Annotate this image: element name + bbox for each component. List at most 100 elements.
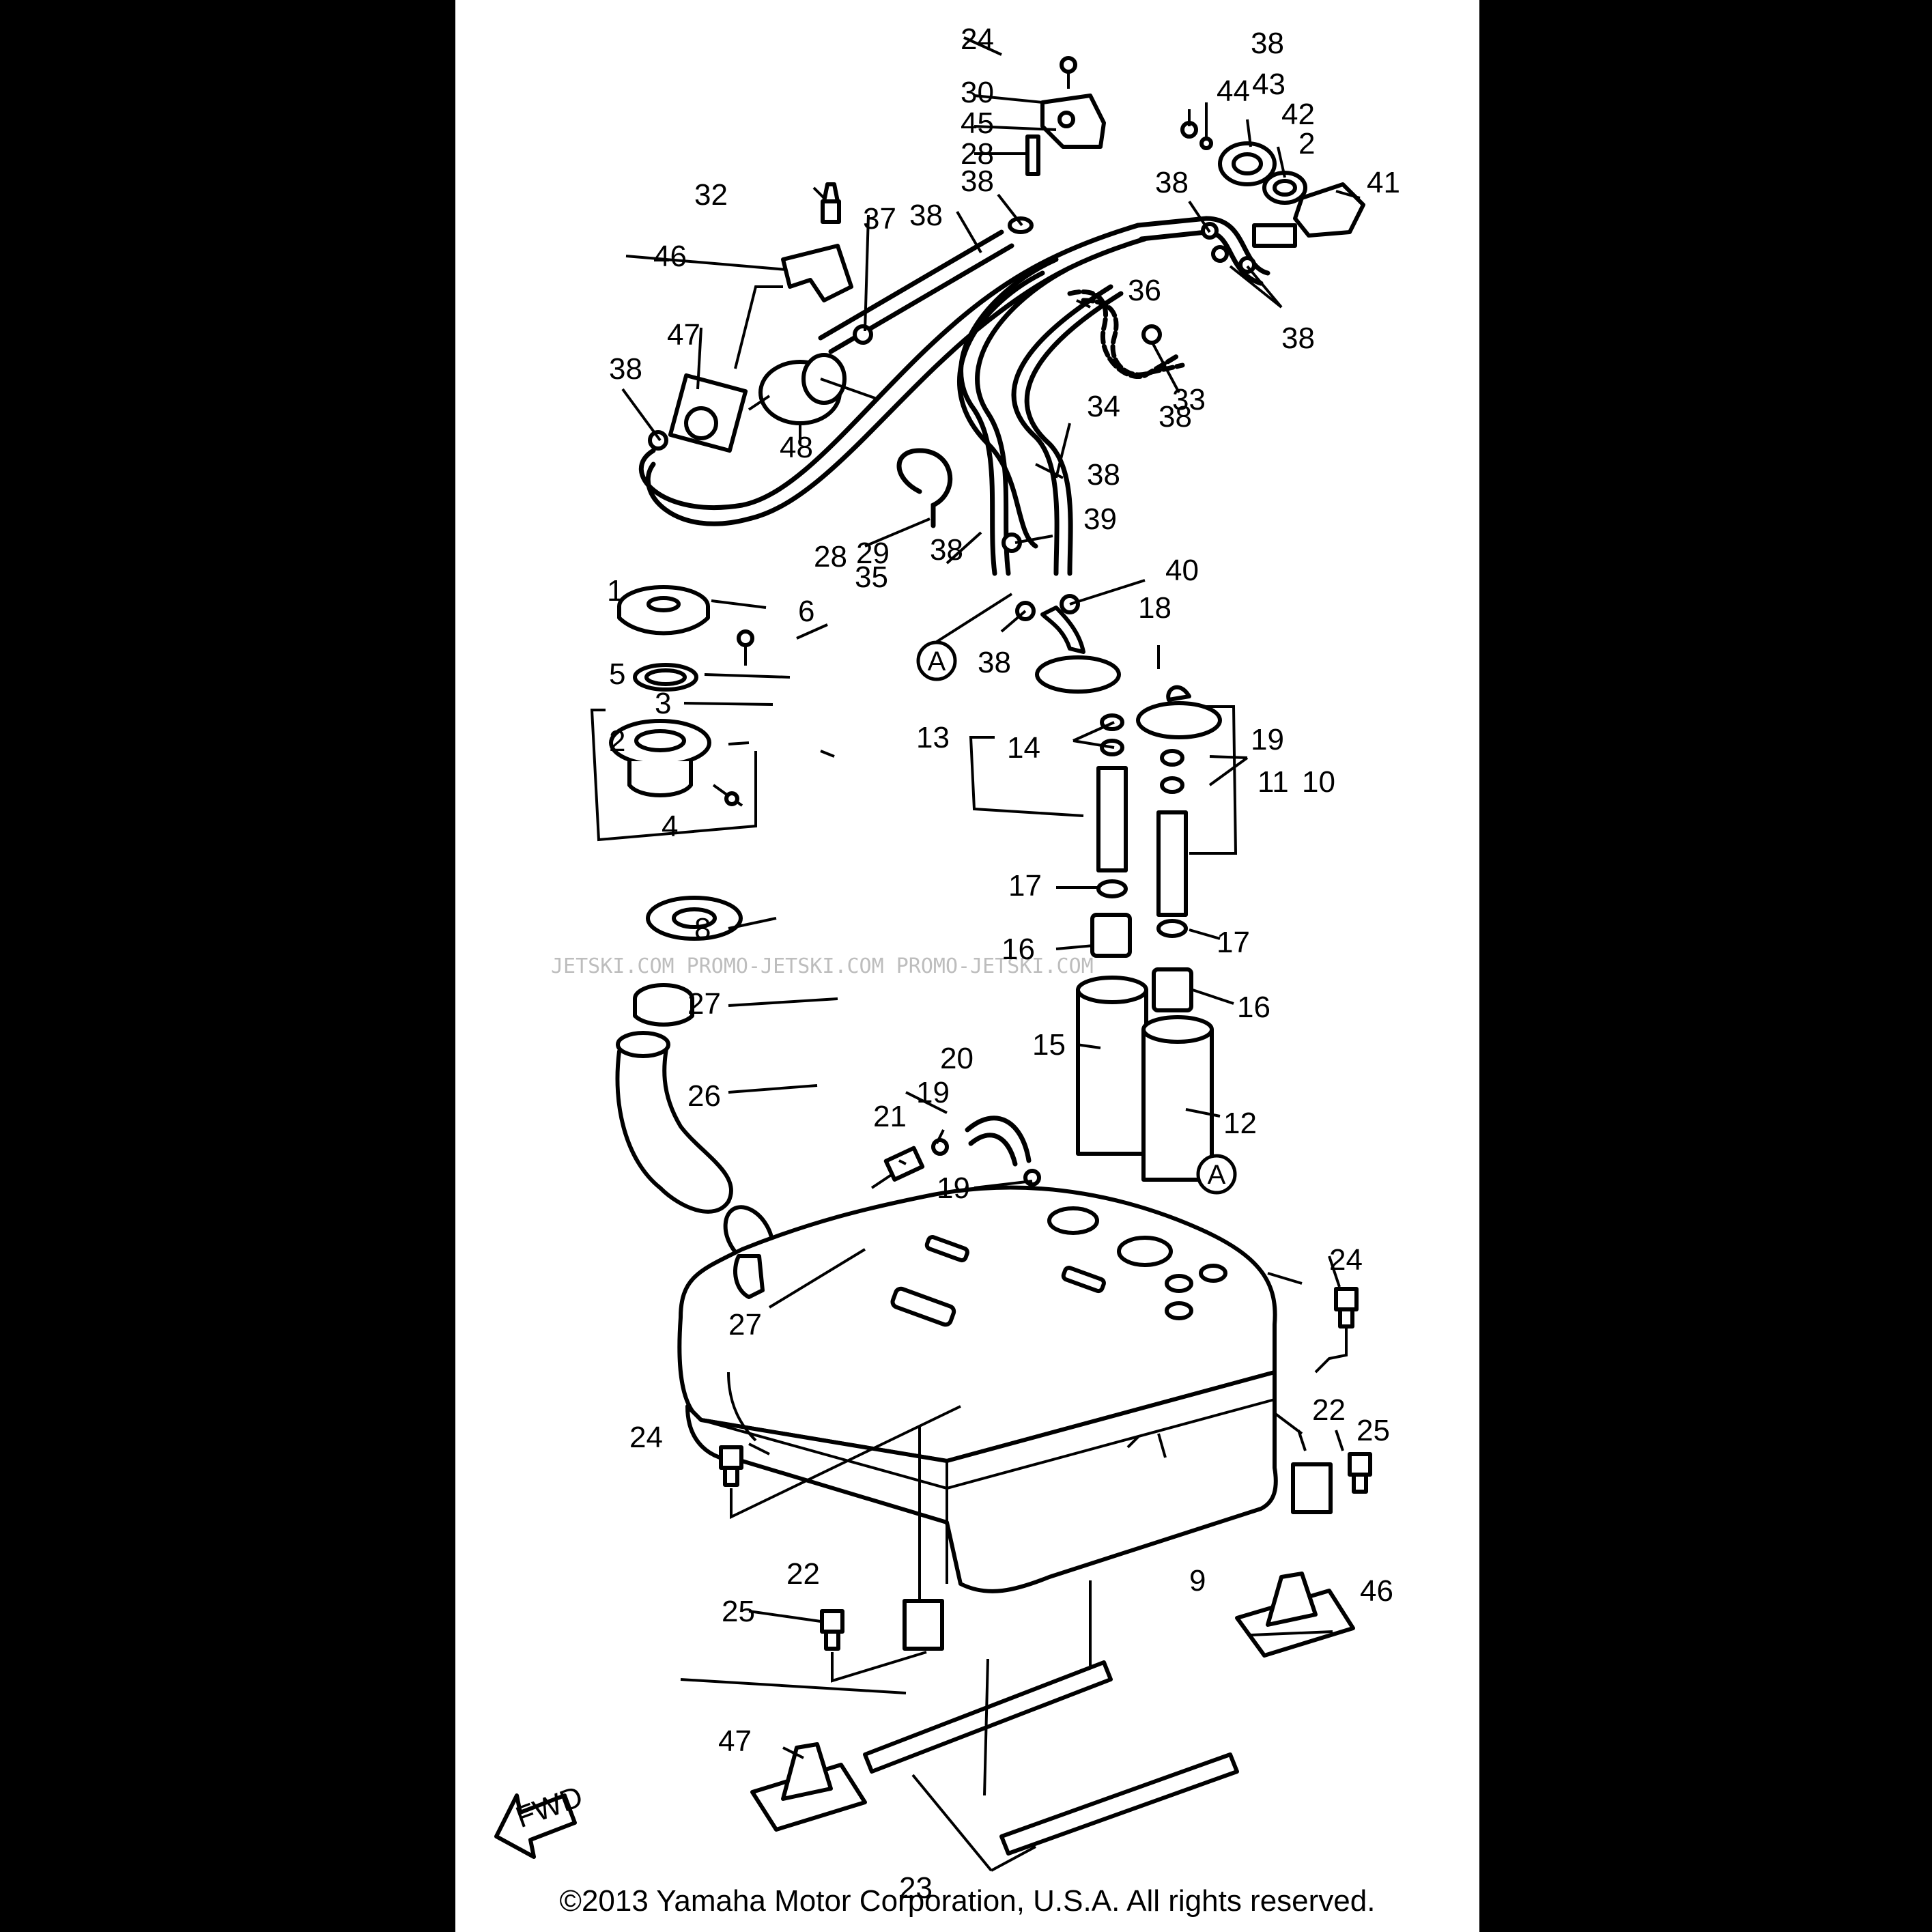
washer-42: [1199, 137, 1213, 150]
callout: 24: [1329, 1243, 1363, 1277]
callout: 38: [1251, 27, 1284, 60]
fuel-tank-9: [677, 1185, 1278, 1593]
callout: 38: [909, 199, 943, 232]
callout: 29: [856, 537, 890, 570]
hose-34: [638, 223, 1148, 526]
hose-26: [615, 1031, 733, 1214]
svg-text:A: A: [928, 647, 946, 677]
clamp-27-upper: [633, 983, 694, 1027]
check-valve-21: [870, 1146, 925, 1189]
svg-text:A: A: [1208, 1160, 1226, 1190]
callout: 17: [1008, 869, 1042, 903]
callout: 27: [687, 987, 721, 1021]
callout: 20: [940, 1042, 974, 1075]
callout: 36: [1128, 274, 1161, 307]
gasket-5: [633, 663, 698, 692]
bolt-25-right: [1348, 1452, 1372, 1494]
bracket-line-13: [969, 736, 1084, 817]
bracket-22-right: [1291, 1462, 1333, 1514]
bolt-25-left: [820, 1609, 927, 1683]
fuel-filter-48: [748, 353, 847, 425]
leader-lines: [621, 36, 1361, 1872]
callout: 46: [1360, 1574, 1393, 1608]
copyright-notice: ©2013 Yamaha Motor Corporation, U.S.A. A…: [559, 1884, 1376, 1918]
fuel-tank-exploded-diagram: JETSKI.COM PROMO-JETSKI.COM PROMO-JETSKI…: [494, 23, 1400, 1905]
callout: 14: [1007, 731, 1040, 765]
callout: 4: [662, 810, 678, 843]
ref-a-upper: A: [916, 640, 957, 681]
callout: 22: [1312, 1393, 1346, 1427]
callout: 17: [1217, 926, 1250, 959]
callout: 47: [718, 1724, 752, 1758]
callout: 42: [1281, 98, 1315, 131]
callout: 41: [1367, 166, 1400, 199]
callout: 28: [814, 540, 847, 573]
callout: 8: [694, 912, 711, 946]
fuel-cap-1: [617, 585, 710, 636]
callout: 43: [1252, 68, 1285, 101]
clip-28: [896, 448, 953, 528]
callout: 44: [1217, 74, 1250, 108]
callout: 46: [653, 240, 687, 273]
ring-7: [1262, 171, 1307, 205]
callout: 26: [687, 1079, 721, 1113]
callout: 38: [1155, 166, 1189, 199]
callout: 33: [1172, 383, 1206, 416]
hose-clips-38: [648, 222, 1256, 621]
callout: 25: [722, 1595, 755, 1628]
callout: 38: [609, 352, 642, 386]
gasket-8: [646, 896, 743, 941]
callout: 10: [1302, 765, 1335, 799]
mount-45: [750, 1742, 867, 1832]
bracket-22-left: [903, 1427, 944, 1651]
bolt-31: [821, 182, 841, 224]
callout: 16: [1237, 991, 1270, 1024]
callout: 40: [1165, 554, 1199, 587]
screw-30: [1060, 56, 1077, 89]
callout: 5: [609, 657, 625, 691]
callout: 35: [855, 560, 888, 594]
bracket-46: [781, 244, 853, 302]
callout: 16: [1001, 933, 1035, 966]
callout: 24: [961, 23, 994, 56]
pads-23: [863, 1580, 1239, 1856]
bolt-24-left: [719, 1405, 961, 1520]
callout: 9: [1189, 1564, 1206, 1597]
callout: 38: [1087, 458, 1120, 492]
bracket-line-10: [1189, 705, 1238, 855]
callout: 13: [916, 721, 950, 754]
callout: 25: [1356, 1414, 1390, 1447]
callout: 38: [930, 533, 963, 567]
callout: 32: [694, 178, 728, 212]
ref-a-lower: A: [1196, 1154, 1237, 1195]
fuel-level-gauge-39: [1252, 182, 1365, 248]
hose-bundle-32-35-36: [957, 257, 1124, 576]
callout: 2: [1298, 127, 1315, 160]
fwd-arrow: FWD: [494, 1780, 587, 1859]
callout: 39: [1083, 502, 1117, 536]
callout-labels: 24 30 45 28 38 32 37 38 46 47 38 48 36 3…: [607, 23, 1400, 1905]
callout: 3: [655, 687, 671, 720]
callout: 38: [978, 646, 1011, 679]
callout: 19: [1251, 723, 1284, 756]
filler-neck-2: [609, 719, 711, 797]
callout: 34: [1087, 390, 1120, 423]
ring-40: [1218, 141, 1277, 186]
callout: 19: [916, 1076, 950, 1109]
bracket-47: [668, 285, 783, 453]
callout: 19: [937, 1171, 970, 1205]
callout: 18: [1138, 591, 1171, 625]
pipe-assy-13: [1035, 606, 1148, 1156]
watermark: JETSKI.COM PROMO-JETSKI.COM PROMO-JETSKI…: [551, 954, 1094, 978]
callout: 38: [1281, 322, 1315, 355]
callout: 22: [786, 1557, 820, 1591]
callout: 38: [1159, 400, 1192, 434]
screw-4: [712, 784, 743, 807]
callout: 38: [961, 165, 994, 198]
callout: 6: [798, 595, 814, 628]
callout: 23: [899, 1871, 933, 1905]
callout: 37: [863, 202, 896, 236]
callout: 11: [1258, 765, 1289, 799]
hose-37: [818, 229, 1014, 354]
hose-33: [1067, 289, 1185, 379]
